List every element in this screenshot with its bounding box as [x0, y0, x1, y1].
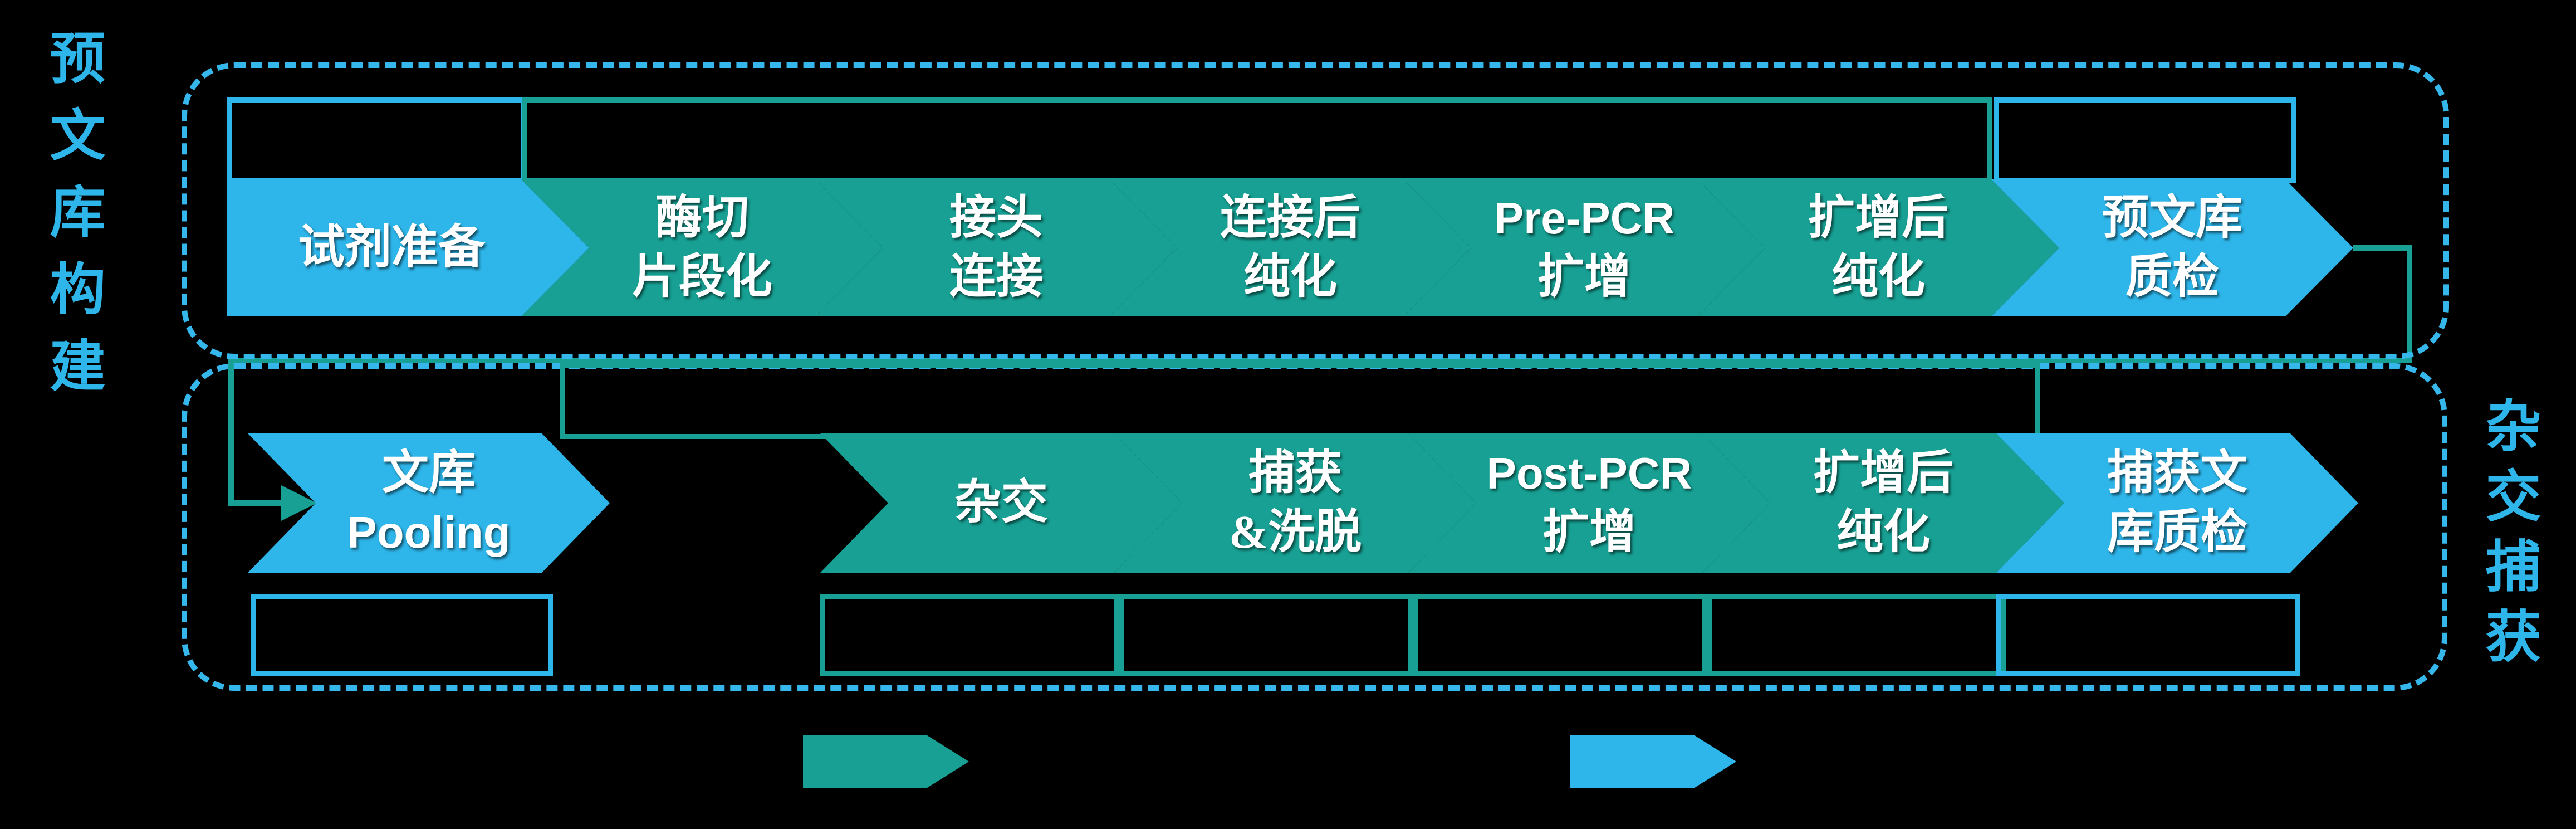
note-box-below-capture-wash: [1114, 594, 1418, 676]
note-box-above-prelibrary-qc: [1994, 97, 2296, 183]
connector-stub-from-row1-tip: [2353, 245, 2412, 251]
step-label: 质检: [2125, 251, 2219, 303]
note-box-below-captured-library-qc: [1996, 594, 2300, 676]
step-label: 扩增后: [1808, 192, 1948, 244]
note-box-above-reagent-prep: [227, 97, 526, 183]
step-label: 纯化: [1831, 251, 1925, 303]
connector-arrow-shaft: [228, 500, 284, 506]
step-label: Pooling: [347, 508, 511, 557]
step-label: 捕获文: [2107, 447, 2247, 499]
note-box-below-purification: [1702, 594, 2006, 676]
legend-teal-arrow-icon: [803, 735, 969, 788]
step-label: 杂交: [954, 477, 1048, 529]
note-box-above-row2-teal-steps: [560, 363, 2040, 439]
note-box-below-hybridization: [820, 594, 1124, 676]
library-construction-section-border: [182, 62, 2449, 359]
step-reagent-prep: 试剂准备: [227, 179, 589, 316]
step-label: &洗脱: [1229, 506, 1362, 558]
connector-vertical-right: [2407, 245, 2412, 363]
step-post-amplification-purification: 扩增后 纯化: [1697, 179, 2059, 316]
step-label: Pre-PCR: [1493, 193, 1675, 243]
step-label: 预文库: [2102, 192, 2242, 244]
step-label: 试剂准备: [297, 222, 485, 274]
step-label: 纯化: [1243, 251, 1337, 303]
step-label: 接头: [949, 192, 1043, 244]
step-label: 扩增: [1542, 506, 1636, 558]
step-label: 纯化: [1836, 506, 1930, 558]
step-label: Post-PCR: [1486, 448, 1692, 498]
step-label: 扩增: [1537, 251, 1631, 303]
note-box-above-row1-teal-steps: [522, 97, 1992, 183]
step-label: 扩增后: [1813, 447, 1953, 499]
note-box-below-post-pcr: [1408, 594, 1712, 676]
step-post-ligation-purification: 连接后 纯化: [1109, 179, 1471, 316]
section-title-library-construction: 预文库构建: [41, 29, 103, 413]
step-label: 连接: [949, 251, 1043, 303]
connector-vertical-left: [228, 358, 234, 503]
step-label: 连接后: [1220, 192, 1360, 244]
legend-blue-arrow-icon: [1570, 735, 1736, 788]
step-label: 片段化: [631, 251, 772, 303]
note-box-below-library-pooling: [251, 594, 553, 676]
step-label: 库质检: [2107, 506, 2247, 558]
step-library-pooling: 文库 Pooling: [248, 433, 610, 573]
section-title-hybrid-capture: 杂交捕获: [2477, 397, 2539, 677]
connector-horizontal-return: [228, 358, 2412, 363]
step-label: 酶切: [655, 192, 749, 244]
step-label: 文库: [381, 447, 476, 499]
step-label: 捕获: [1248, 447, 1342, 499]
